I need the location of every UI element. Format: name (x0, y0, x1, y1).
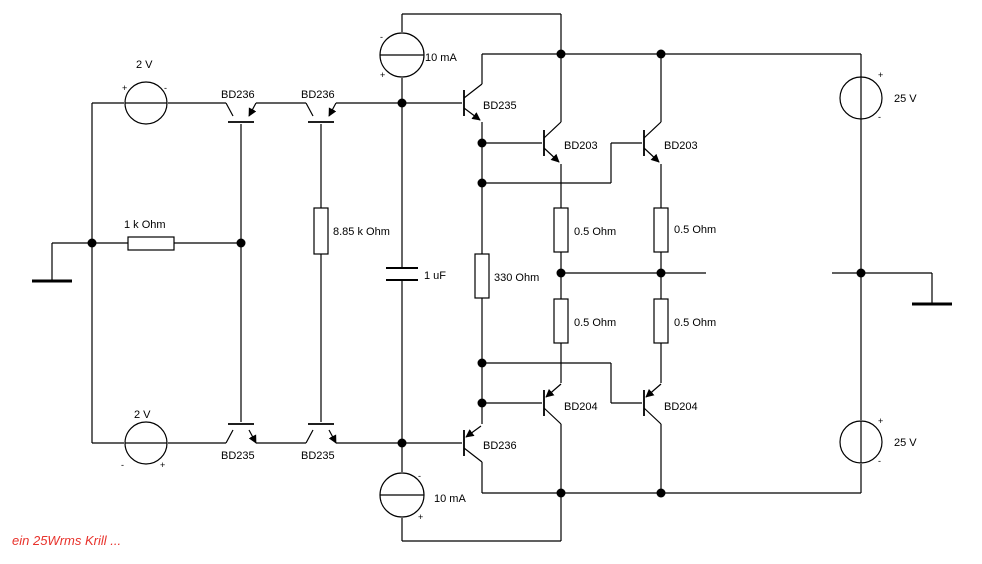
label-r-input: 1 k Ohm (124, 219, 166, 231)
label-supply-top: 25 V (894, 93, 917, 105)
resistor-1k (127, 236, 175, 251)
label-r-emit-br: 0.5 Ohm (674, 317, 716, 329)
svg-text:+: + (122, 83, 127, 93)
svg-text:+: + (380, 70, 385, 80)
label-out-bot-2: BD204 (664, 401, 698, 413)
svg-text:+: + (878, 416, 883, 426)
svg-text:-: - (121, 460, 124, 470)
svg-text:-: - (380, 32, 383, 42)
svg-text:-: - (164, 83, 167, 93)
wires (32, 13, 952, 542)
label-bias-top: 2 V (136, 59, 153, 71)
label-supply-bottom: 25 V (894, 437, 917, 449)
current-source-top (379, 32, 425, 78)
voltage-source-bias-bottom (124, 421, 168, 465)
label-r-driver: 330 Ohm (494, 272, 539, 284)
svg-text:+: + (160, 460, 165, 470)
junction-dots (87, 49, 866, 498)
resistor-8k85 (313, 207, 329, 255)
voltage-source-supply-bottom (839, 420, 883, 464)
label-q3: BD235 (221, 450, 255, 462)
svg-text:-: - (418, 471, 421, 481)
resistor-05-tl (553, 207, 569, 253)
label-r-bias: 8.85 k Ohm (333, 226, 390, 238)
resistor-05-tr (653, 207, 669, 253)
resistor-bodies (127, 207, 669, 344)
voltage-source-supply-top (839, 76, 883, 120)
transistor-symbols (225, 83, 662, 463)
label-r-emit-tl: 0.5 Ohm (574, 226, 616, 238)
voltage-source-bias-top (124, 81, 168, 125)
label-out-top-2: BD203 (664, 140, 698, 152)
label-out-top-1: BD203 (564, 140, 598, 152)
label-q1: BD236 (221, 89, 255, 101)
label-current-bottom: 10 mA (434, 493, 466, 505)
label-driver-top: BD235 (483, 100, 517, 112)
label-out-bot-1: BD204 (564, 401, 598, 413)
label-r-emit-bl: 0.5 Ohm (574, 317, 616, 329)
capacitor-symbol (386, 267, 418, 281)
label-q2: BD236 (301, 89, 335, 101)
caption: ein 25Wrms Krill ... (12, 533, 121, 548)
resistor-05-bl (553, 298, 569, 344)
svg-text:-: - (878, 112, 881, 122)
label-bias-bottom: 2 V (134, 409, 151, 421)
svg-text:-: - (878, 456, 881, 466)
svg-text:+: + (418, 512, 423, 522)
label-driver-bottom: BD236 (483, 440, 517, 452)
component-labels: 2 V 2 V 25 V 25 V 10 mA 10 mA BD236 BD23… (124, 52, 917, 505)
label-r-emit-tr: 0.5 Ohm (674, 224, 716, 236)
label-capacitor: 1 uF (424, 270, 446, 282)
label-q4: BD235 (301, 450, 335, 462)
current-source-bottom (379, 472, 425, 518)
label-current-top: 10 mA (425, 52, 457, 64)
polarity-marks: + - - + - + - + + - + - (121, 32, 883, 522)
resistor-05-br (653, 298, 669, 344)
resistor-330 (474, 253, 490, 299)
svg-text:+: + (878, 70, 883, 80)
